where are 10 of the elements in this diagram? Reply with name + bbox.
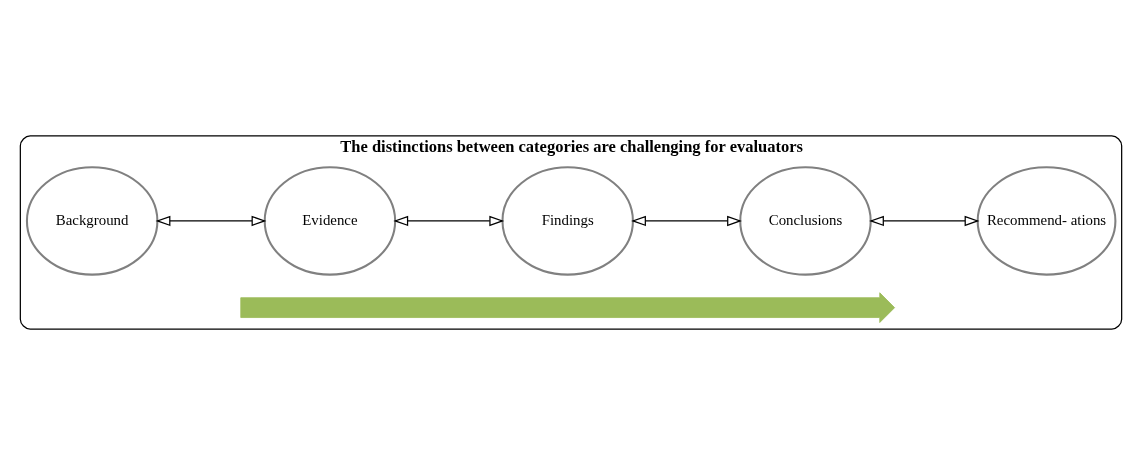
node-ellipse: Background [25,165,159,276]
node-ellipse: Conclusions [739,165,872,276]
arrow [631,215,742,226]
arrow [155,215,267,226]
node-arrow [240,291,896,323]
arrow [393,215,505,226]
node-ellipse: Evidence [263,165,397,276]
node-ellipse: Recommend- ations [976,165,1117,276]
arrow [869,215,980,226]
node-ellipse: Findings [501,165,634,276]
